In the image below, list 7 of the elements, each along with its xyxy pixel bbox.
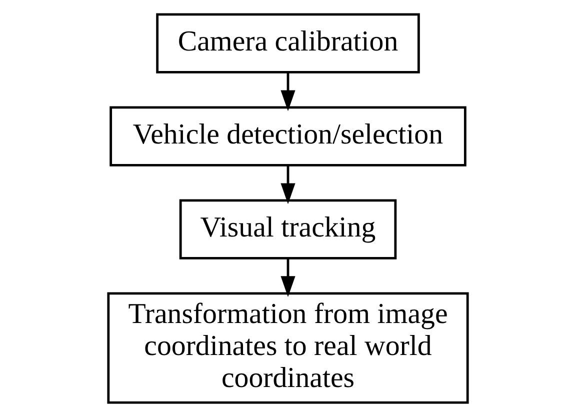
node-box: Transformation from image coordinates to real world coordinates (107, 292, 469, 404)
arrow (280, 258, 296, 298)
node-box: Vehicle detection/selection (110, 106, 466, 166)
node-box: Visual tracking (179, 199, 397, 260)
arrow (280, 72, 296, 112)
node-box: Camera calibration (156, 13, 420, 74)
arrow (280, 165, 296, 204)
